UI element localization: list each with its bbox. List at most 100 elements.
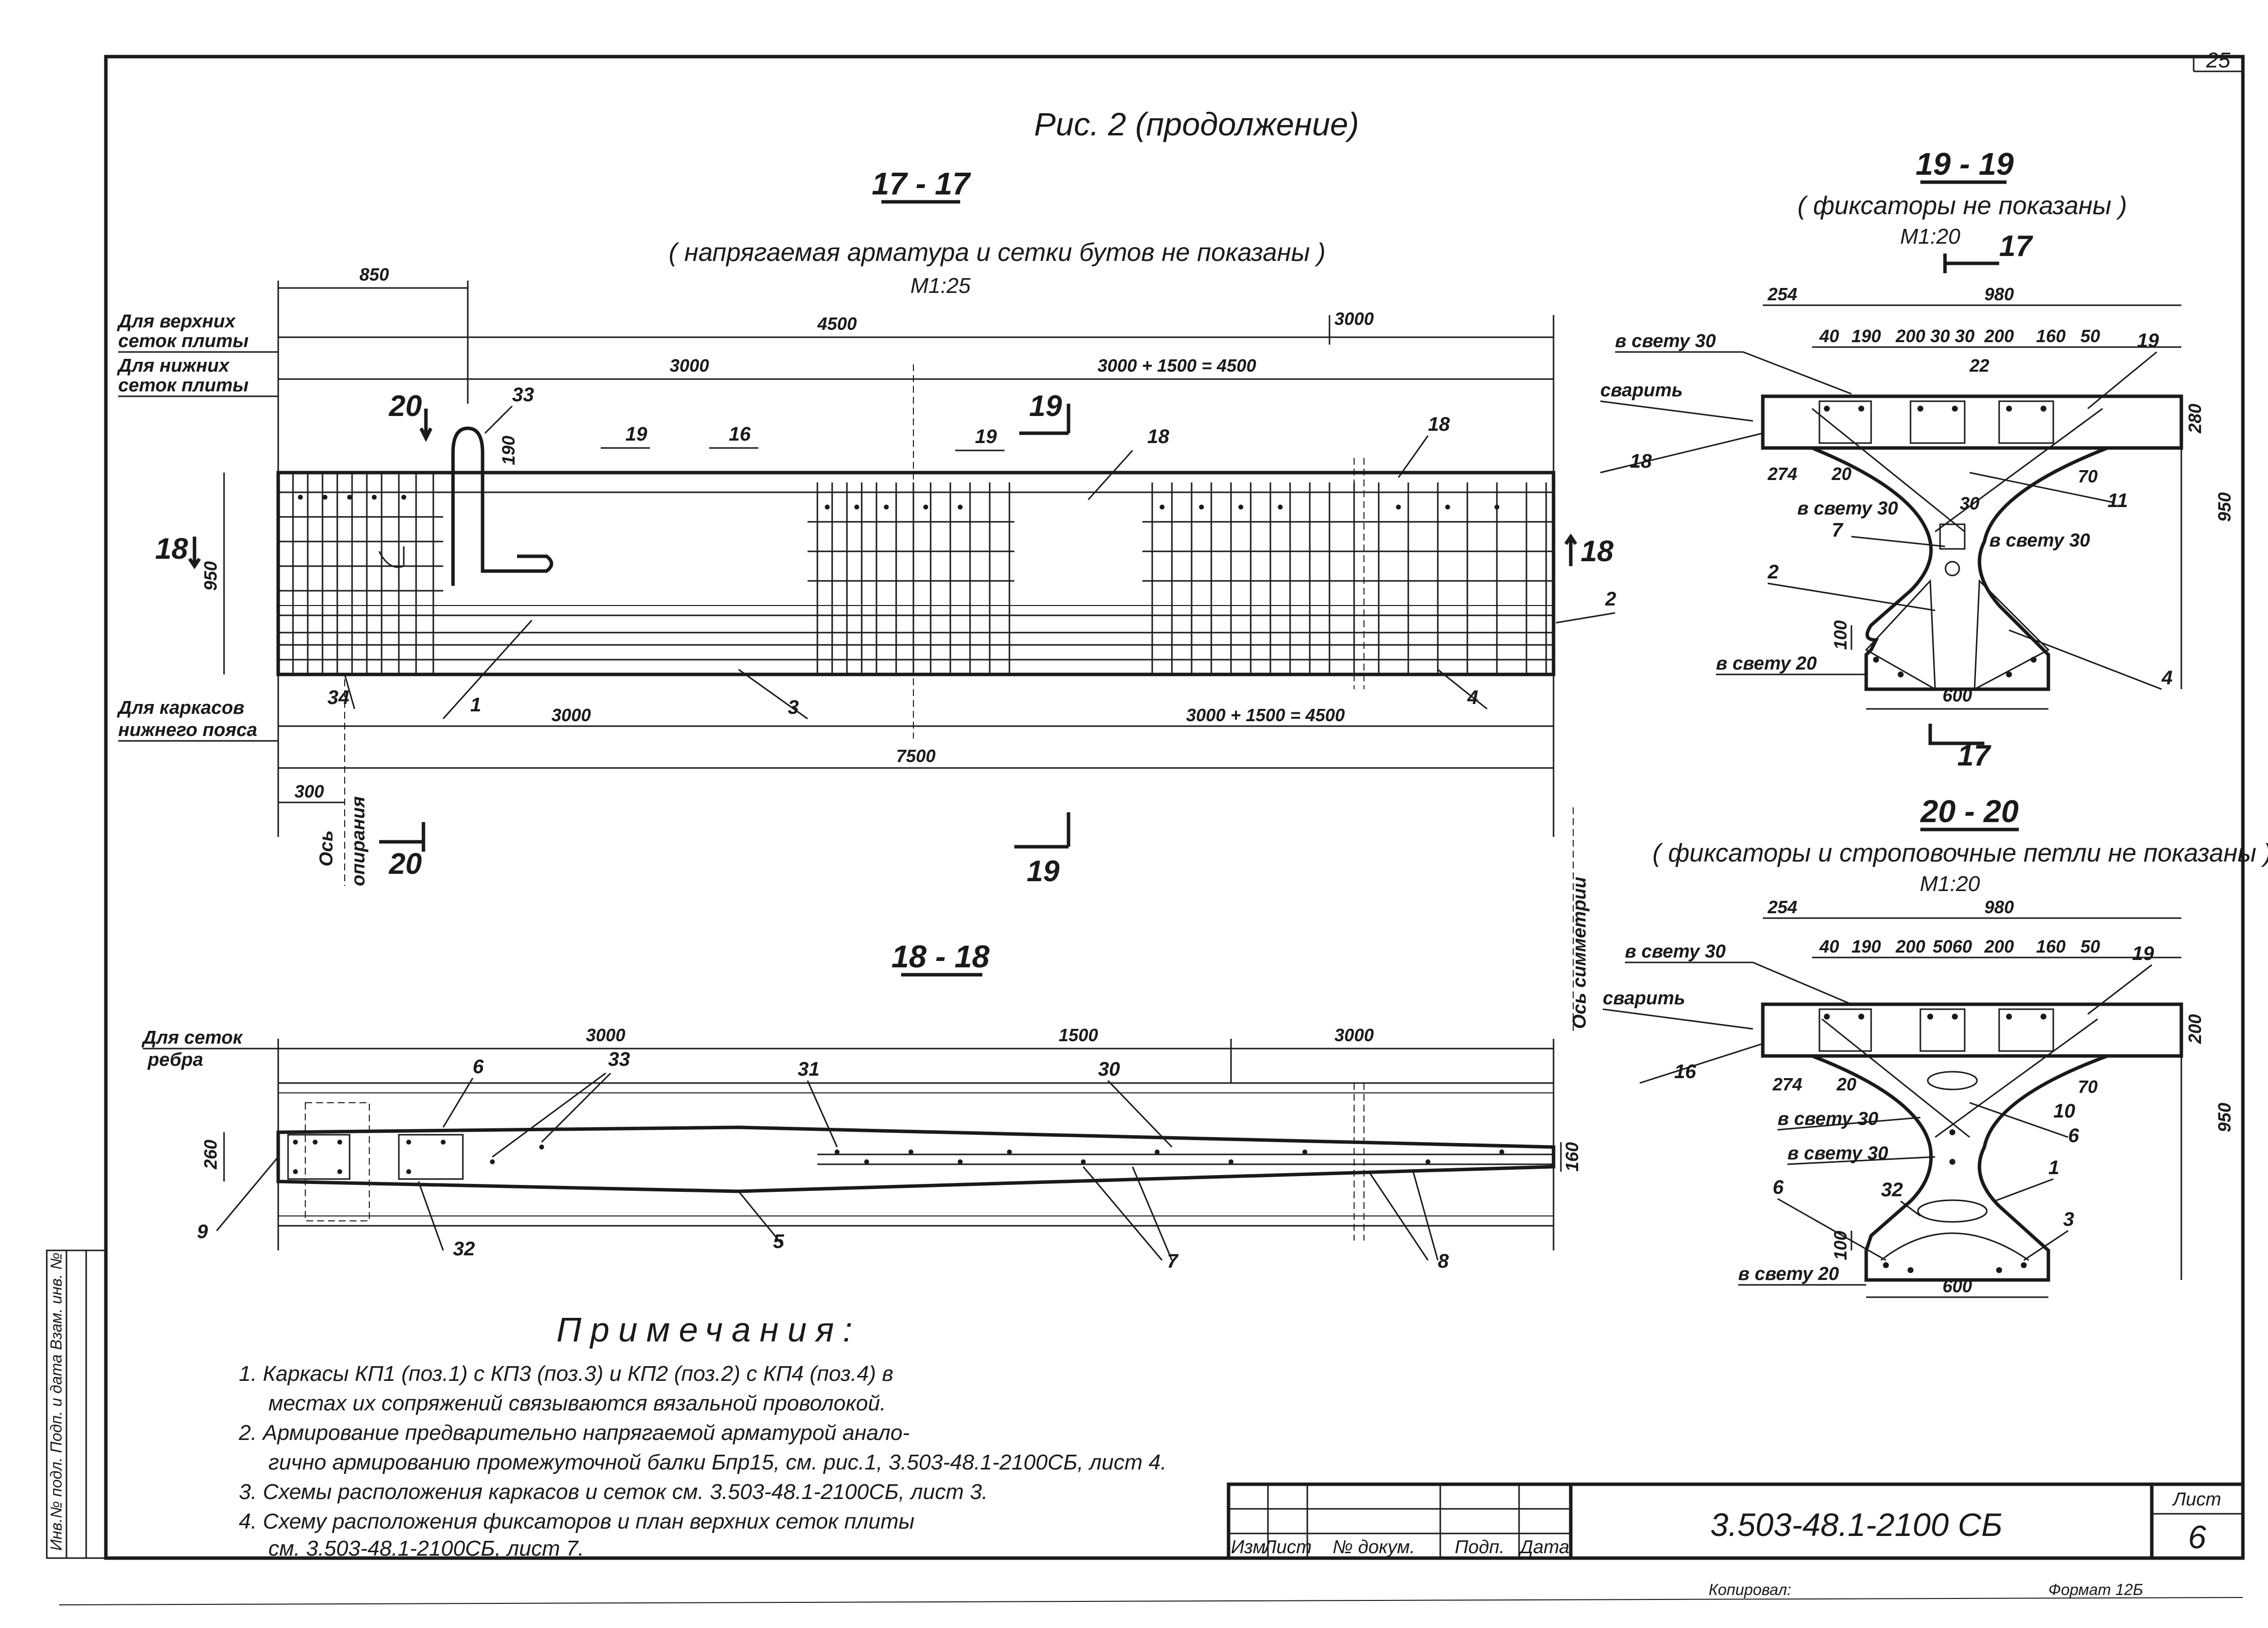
label-clear20-19: в свету 20 bbox=[1716, 653, 1817, 674]
frame-cage-middle bbox=[808, 482, 1014, 674]
pos-11-19: 11 bbox=[2107, 490, 2128, 511]
pos-8-18: 8 bbox=[1438, 1250, 1449, 1272]
title-block: Изм Лист № докум. Подп. Дата 3.503-48.1-… bbox=[1227, 1482, 2245, 1560]
section-20-web bbox=[1811, 1054, 2108, 1282]
section-20-20: 20 - 20 ( фиксаторы и строповочные петли… bbox=[1602, 794, 2268, 1298]
section-19-web bbox=[1811, 446, 2108, 691]
dim-600-20: 600 bbox=[1943, 1276, 1972, 1296]
dim-254-20: 254 bbox=[1767, 897, 1797, 917]
dim-980-19: 980 bbox=[1984, 284, 2014, 304]
dim-40-19: 40 bbox=[1819, 326, 1839, 346]
section-17-title: 17 - 17 bbox=[872, 166, 972, 201]
dim-190-19: 190 bbox=[1851, 326, 1881, 346]
section-18-title: 18 - 18 bbox=[891, 939, 990, 974]
section-19-19: 19 - 19 ( фиксаторы не показаны ) М1:20 … bbox=[1600, 146, 2235, 772]
dim-200c-20: 200 bbox=[2185, 1014, 2205, 1044]
note-line-2: местах их сопряжений связываются вязальн… bbox=[268, 1391, 886, 1415]
notes-heading: Примечания: bbox=[556, 1310, 861, 1349]
dim-200-19: 200 bbox=[1895, 326, 1925, 346]
section-19-title: 19 - 19 bbox=[1915, 146, 2014, 182]
tb-header-sign: Подп. bbox=[1455, 1537, 1504, 1558]
dim-1500-18: 1500 bbox=[1059, 1025, 1098, 1045]
pos-7-19: 7 bbox=[1832, 519, 1844, 541]
pos-1-20: 1 bbox=[2048, 1157, 2059, 1179]
label-upper-meshes: Для верхних bbox=[117, 311, 236, 332]
dim-100-19: 100 bbox=[1830, 620, 1850, 650]
pos-19-20: 19 bbox=[2132, 943, 2154, 964]
tb-header-izm: Изм bbox=[1231, 1537, 1265, 1558]
label-lower-meshes: Для нижних bbox=[117, 355, 230, 376]
tb-header-date: Дата bbox=[1518, 1537, 1569, 1558]
section-18-18: 18 - 18 Для сеток ребра 3000 1500 3000 bbox=[141, 939, 1582, 1272]
label-clear30b-19: в свету 30 bbox=[1797, 498, 1898, 519]
section-17-17: 17 - 17 ( напрягаемая арматура и сетки б… bbox=[117, 166, 1616, 1034]
pos-30-18: 30 bbox=[1098, 1058, 1120, 1080]
dim-40-20: 40 bbox=[1819, 936, 1839, 957]
section-17-subtitle: ( напрягаемая арматура и сетки бутов не … bbox=[669, 238, 1326, 267]
margin-stamp-text: Инв.№ подл. Подп. и дата Взам. инв. № bbox=[47, 1252, 65, 1551]
pos-31-18: 31 bbox=[798, 1058, 820, 1080]
dim-50-20: 50 bbox=[2080, 936, 2100, 957]
tb-header-list: Лист bbox=[1262, 1537, 1312, 1558]
dim-5060-20: 5060 bbox=[1933, 936, 1972, 957]
pos-32-18: 32 bbox=[453, 1238, 475, 1260]
pos-16: 16 bbox=[729, 423, 751, 445]
label-clear30c-19: в свету 30 bbox=[1989, 530, 2090, 551]
pos-10-20: 10 bbox=[2053, 1100, 2075, 1122]
label-clear30b-20: в свету 30 bbox=[1778, 1109, 1879, 1129]
dim-160: 160 bbox=[1562, 1142, 1582, 1172]
pos-19a: 19 bbox=[625, 423, 648, 445]
dim-300: 300 bbox=[294, 781, 324, 801]
note-line-1: 1. Каркасы КП1 (поз.1) с КП3 (поз.3) и К… bbox=[239, 1362, 893, 1386]
dim-3000-top: 3000 bbox=[1334, 309, 1374, 329]
note-line-3: 2. Армирование предварительно напрягаемо… bbox=[238, 1421, 909, 1445]
tb-sheet-label: Лист bbox=[2171, 1489, 2221, 1510]
pos-2: 2 bbox=[1605, 588, 1616, 610]
pos-4-19: 4 bbox=[2161, 667, 2172, 689]
dim-950-19: 950 bbox=[2214, 492, 2235, 522]
pos-19b: 19 bbox=[975, 426, 997, 447]
cut-19-top: 19 bbox=[1029, 389, 1062, 422]
pos-1: 1 bbox=[470, 694, 481, 716]
pos-34: 34 bbox=[327, 687, 350, 708]
dim-3000-bottom: 3000 bbox=[551, 705, 591, 725]
dim-980-20: 980 bbox=[1984, 897, 2014, 917]
pos-19-19: 19 bbox=[2137, 330, 2159, 351]
label-clear30-19: в свету 30 bbox=[1615, 331, 1716, 351]
dim-4500: 4500 bbox=[817, 314, 857, 334]
dim-100-20: 100 bbox=[1830, 1231, 1850, 1260]
footer: Копировал: Формат 12Б bbox=[1709, 1581, 2143, 1598]
dim-190: 190 bbox=[498, 436, 518, 465]
lifting-loop bbox=[451, 426, 553, 586]
label-frames-2: нижнего пояса bbox=[118, 720, 257, 740]
sheet-frame: 25 bbox=[59, 48, 2245, 1605]
cut-20-top: 20 bbox=[389, 389, 422, 422]
dim-200-20: 200 bbox=[1895, 936, 1925, 957]
label-rib-meshes: Для сеток bbox=[141, 1027, 243, 1048]
note-line-5: 3. Схемы расположения каркасов и сеток с… bbox=[239, 1480, 988, 1504]
label-weld-20: сварить bbox=[1603, 988, 1685, 1009]
pos-3-20: 3 bbox=[2063, 1209, 2074, 1230]
footer-copied: Копировал: bbox=[1709, 1581, 1791, 1598]
label-rib-meshes-2: ребра bbox=[147, 1050, 203, 1070]
note-line-6: 4. Схему расположения фиксаторов и план … bbox=[239, 1509, 914, 1533]
label-weld-19: сварить bbox=[1600, 380, 1683, 401]
section-17-scale: М1:25 bbox=[910, 274, 971, 298]
section-19-subtitle: ( фиксаторы не показаны ) bbox=[1797, 192, 2127, 220]
pos-33-18: 33 bbox=[608, 1049, 630, 1070]
notes: Примечания: 1. Каркасы КП1 (поз.1) с КП3… bbox=[238, 1310, 1166, 1561]
dim-274-20: 274 bbox=[1772, 1074, 1802, 1094]
dim-3000-1500-bottom: 3000 + 1500 = 4500 bbox=[1186, 705, 1345, 725]
dim-7500: 7500 bbox=[896, 746, 936, 766]
section-20-subtitle: ( фиксаторы и строповочные петли не пока… bbox=[1652, 839, 2268, 867]
dim-160-19: 160 bbox=[2036, 326, 2066, 346]
pos-18b: 18 bbox=[1428, 414, 1450, 435]
dim-20-20: 20 bbox=[1836, 1074, 1856, 1094]
frame-cage-right bbox=[1142, 482, 1554, 674]
dim-3000-mid: 3000 bbox=[670, 355, 709, 376]
dim-160-20: 160 bbox=[2036, 936, 2066, 957]
pos-9-18: 9 bbox=[197, 1221, 208, 1243]
dim-600-19: 600 bbox=[1943, 685, 1972, 705]
rebar-dots-20 bbox=[1824, 1014, 2046, 1273]
page-number: 25 bbox=[2206, 48, 2231, 72]
